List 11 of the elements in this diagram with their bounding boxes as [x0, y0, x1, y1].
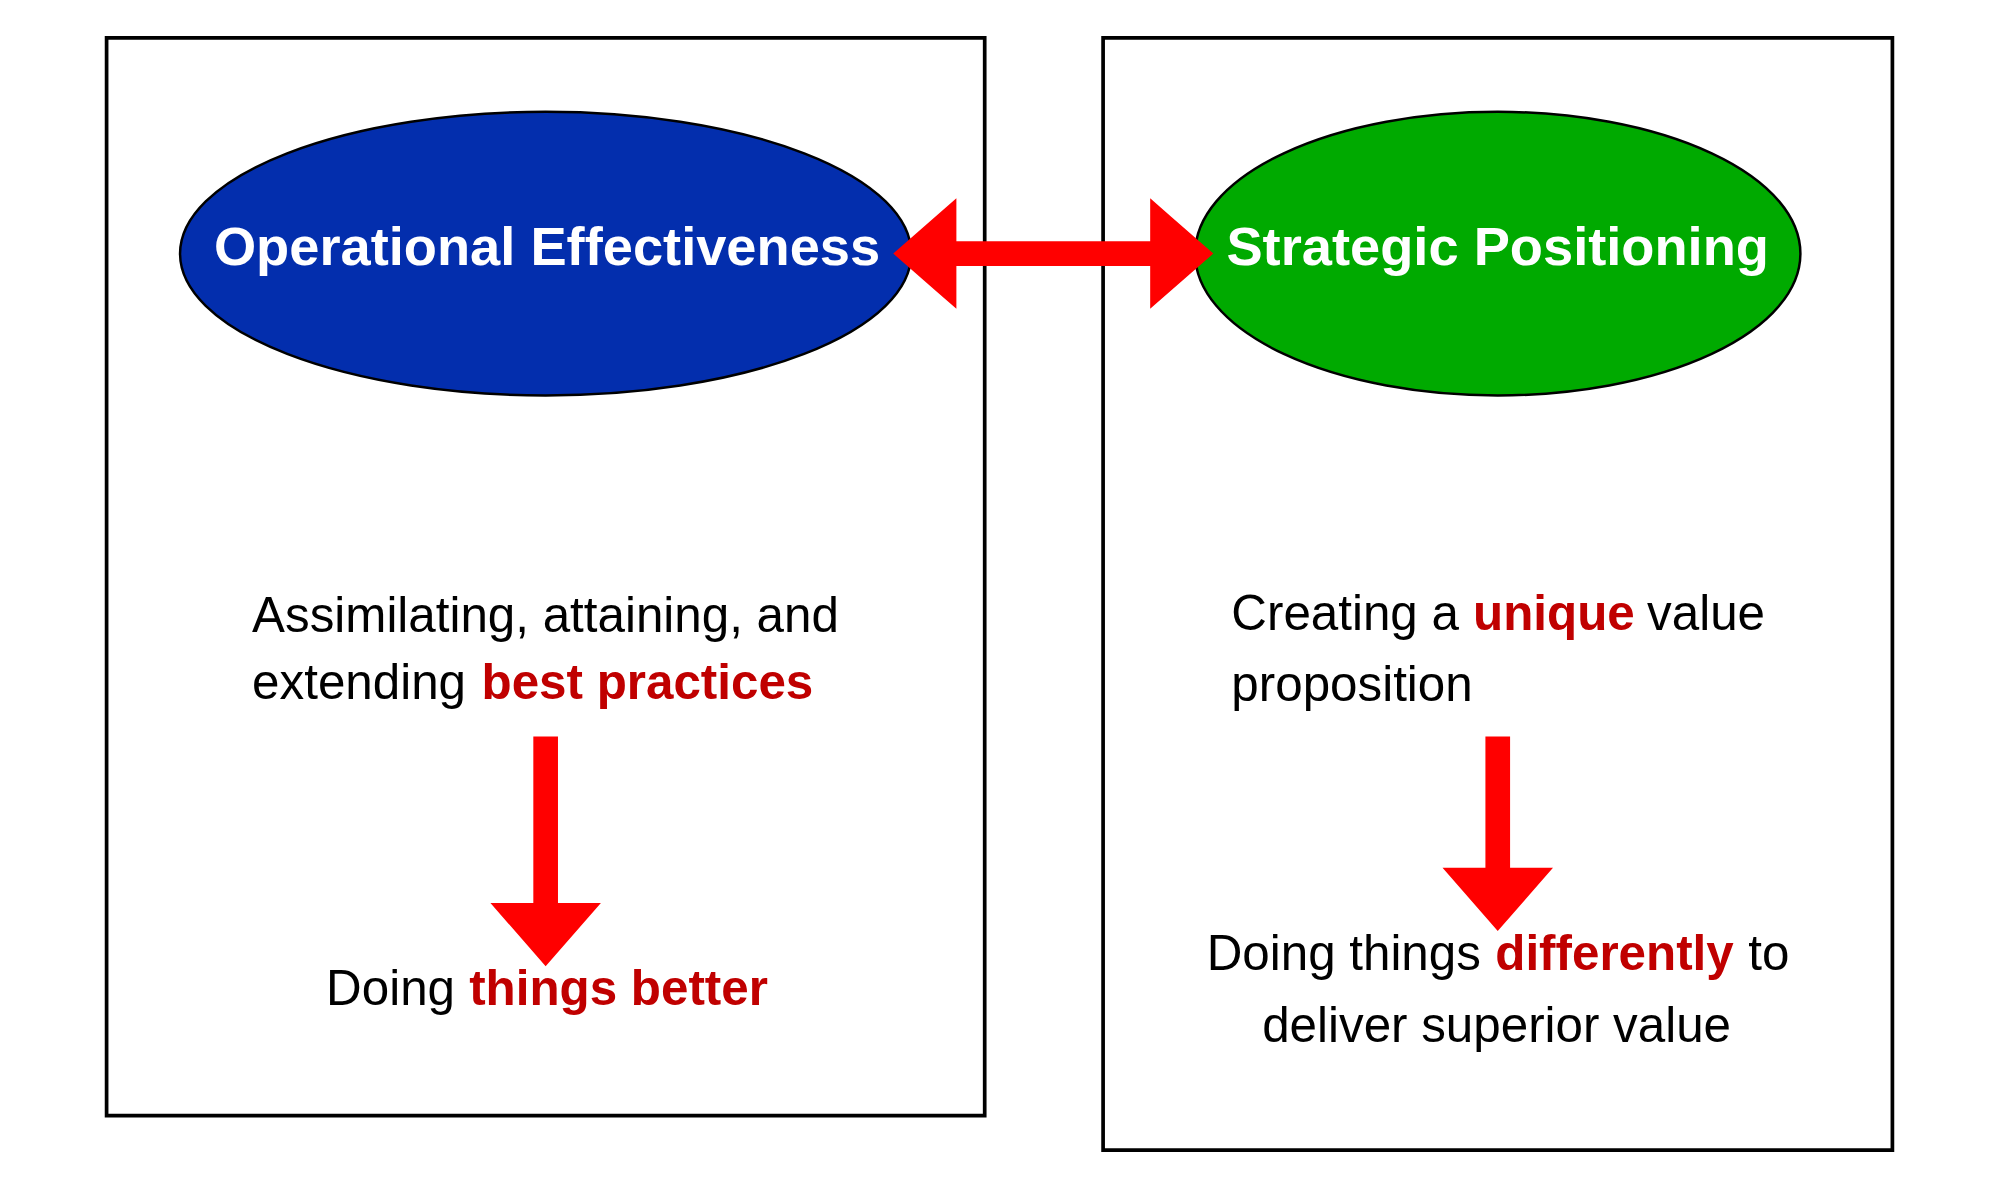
node-text: Doing things differently to deliver superior value	[1206, 925, 1790, 1052]
cluster	[1101, 35, 1895, 1153]
node-text: Creating a unique value proposition	[1231, 584, 1766, 712]
node-text: Assimilating, attaining, and extending best practices	[252, 587, 839, 709]
node-ellipse: Strategic Positioning	[1193, 110, 1802, 397]
arrow	[1442, 736, 1553, 931]
arrow	[893, 198, 1214, 309]
arrow	[490, 736, 601, 967]
cluster	[104, 35, 987, 1118]
node-text: Doing things better	[326, 959, 768, 1015]
node-ellipse: Operational Effectiveness	[178, 110, 913, 397]
